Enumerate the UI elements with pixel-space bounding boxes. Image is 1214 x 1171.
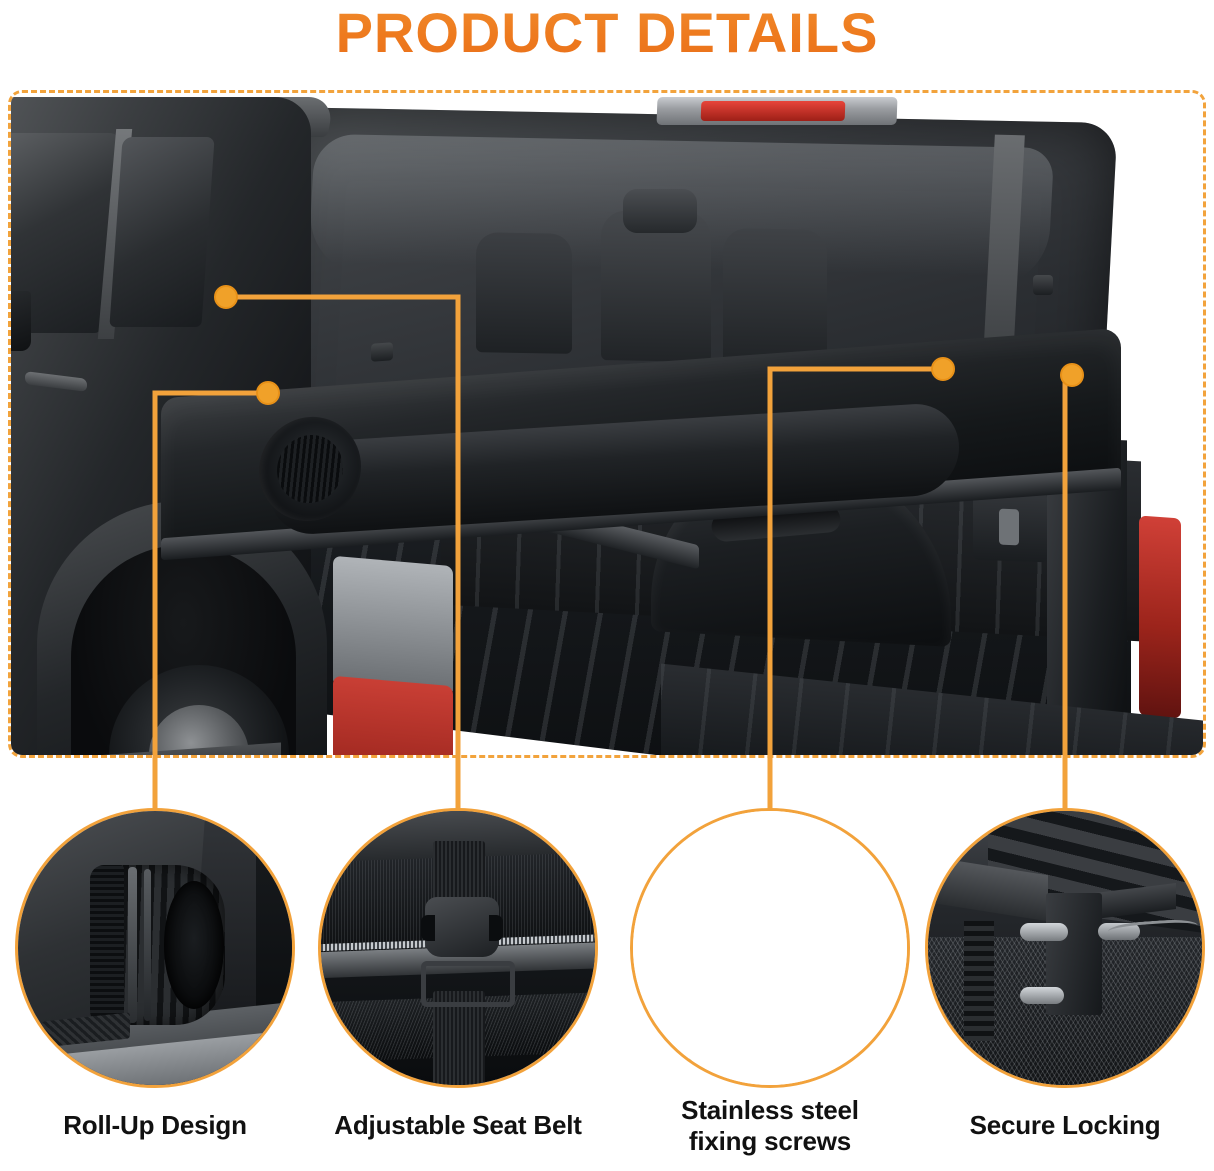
truck-rear-door-window	[109, 137, 215, 327]
side-taillight-lens	[333, 675, 453, 755]
callout-circle-roll-up-design	[15, 808, 295, 1088]
caption-roll-up-design: Roll-Up Design	[63, 1110, 247, 1140]
third-brake-light-lens	[700, 101, 846, 121]
callout-image-clamp-bracket-and-screw	[633, 811, 907, 1085]
truck-seat-left	[476, 232, 572, 354]
callout-circle-adjustable-seat-belt	[318, 808, 598, 1088]
caption-secure-locking: Secure Locking	[969, 1110, 1161, 1140]
side-taillight-top	[333, 555, 453, 693]
caption-fixing-screws-line1: Stainless steel	[681, 1095, 859, 1125]
truck-photo	[11, 93, 1203, 755]
callout-circle-secure-locking	[925, 808, 1205, 1088]
callout-image-locking-latch	[928, 811, 1202, 1085]
truck-headrest	[623, 189, 697, 233]
truck-side-mirror	[11, 291, 31, 351]
callout-circle-fixing-screws	[630, 808, 910, 1088]
tonneau-clip-rear	[1033, 275, 1053, 295]
callout-image-buckle-strap	[321, 811, 595, 1085]
caption-fixing-screws-line2: fixing screws	[688, 1126, 852, 1156]
tonneau-clip-front	[371, 342, 393, 362]
callout-image-rolled-cover-end	[18, 811, 292, 1085]
caption-adjustable-seat-belt: Adjustable Seat Belt	[334, 1110, 582, 1140]
bed-tiedown-hole	[999, 508, 1019, 546]
truck-seat-right	[723, 228, 827, 370]
hero-photo-frame	[8, 90, 1206, 758]
page-title: PRODUCT DETAILS	[0, 2, 1214, 64]
caption-fixing-screws: Stainless steel fixing screws	[620, 1095, 920, 1157]
